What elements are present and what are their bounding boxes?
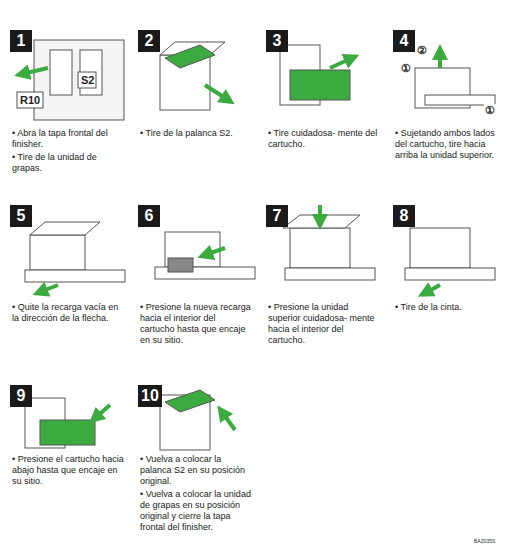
step-number: 10: [138, 385, 162, 407]
step-number-text: 8: [393, 205, 415, 227]
step-number: 6: [138, 205, 160, 227]
step-caption: • Abra la tapa frontal del finisher.: [12, 128, 124, 150]
part-label: ①: [484, 104, 496, 116]
step-number: 4: [393, 30, 415, 52]
part-label: ②: [416, 44, 428, 56]
step-caption: • Tire de la cinta.: [395, 302, 507, 313]
step-caption: • Presione la unidad superior cuidadosa-…: [268, 302, 380, 346]
step-caption: • Tire de la palanca S2.: [140, 128, 252, 139]
part-label: S2: [80, 74, 95, 86]
step-number-text: 10: [138, 385, 162, 407]
step-number: 7: [266, 205, 288, 227]
step-caption: • Tire cuidadosa- mente del cartucho.: [268, 128, 380, 150]
step-caption: • Quite la recarga vacía en la dirección…: [12, 302, 124, 324]
step-number-text: 5: [10, 205, 32, 227]
step-caption: • Vuelva a colocar la unidad de grapas e…: [140, 489, 252, 533]
step-number-text: 4: [393, 30, 415, 52]
step-caption: • Vuelva a colocar la palanca S2 en su p…: [140, 454, 252, 487]
step-caption: • Tire de la unidad de grapas.: [12, 152, 124, 174]
step-caption: • Presione la nueva recarga hacia el int…: [140, 302, 252, 346]
step-number-text: 6: [138, 205, 160, 227]
part-label: R10: [19, 94, 41, 106]
step-caption: • Presione el cartucho hacia abajo hasta…: [12, 454, 124, 487]
step-number-text: 2: [138, 30, 160, 52]
step-number-text: 9: [10, 385, 32, 407]
step-number: 1: [10, 30, 32, 52]
step-number-text: 3: [266, 30, 288, 52]
part-label: ①: [400, 62, 412, 74]
step-caption: • Sujetando ambos lados del cartucho, ti…: [395, 128, 507, 161]
step-number: 3: [266, 30, 288, 52]
step-number-text: 7: [266, 205, 288, 227]
step-number: 2: [138, 30, 160, 52]
step-number: 5: [10, 205, 32, 227]
step-number-text: 1: [10, 30, 32, 52]
step-number: 9: [10, 385, 32, 407]
figure-code: BAZ035S: [474, 538, 495, 544]
step-number: 8: [393, 205, 415, 227]
